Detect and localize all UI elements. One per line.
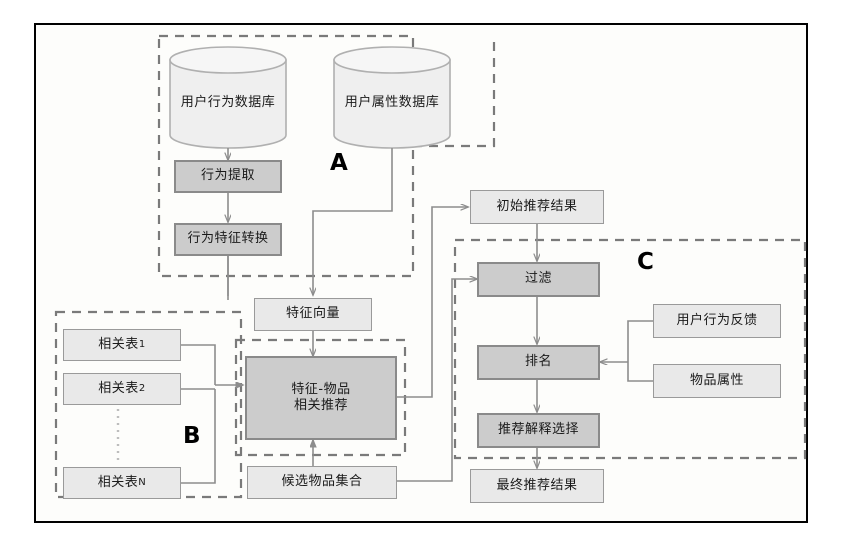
node-ranking[interactable]: 排名 bbox=[477, 345, 600, 380]
node-feature-vector[interactable]: 特征向量 bbox=[254, 298, 372, 331]
group-a-box bbox=[157, 34, 415, 278]
group-label-a: A bbox=[330, 150, 348, 176]
node-final-recommend-result[interactable]: 最终推荐结果 bbox=[470, 469, 604, 503]
node-candidate-item-set[interactable]: 候选物品集合 bbox=[247, 466, 397, 499]
edge-attrdb-to-vector bbox=[313, 148, 393, 295]
node-behavior-extraction[interactable]: 行为提取 bbox=[174, 160, 282, 193]
edge-candidate-to-filter bbox=[397, 279, 477, 482]
relation-table-n-label: 相关表 bbox=[97, 474, 139, 490]
user-attribute-db-label: 用户属性数据库 bbox=[344, 94, 440, 110]
edge-itemattr-to-ranking bbox=[627, 362, 653, 382]
feature-item-recommend-line1: 特征-物品 bbox=[291, 381, 351, 397]
user-behavior-db-shape bbox=[169, 46, 287, 149]
edge-core-to-initial bbox=[397, 207, 468, 398]
node-initial-recommend-result[interactable]: 初始推荐结果 bbox=[470, 190, 604, 224]
node-explanation-selection[interactable]: 推荐解释选择 bbox=[477, 413, 600, 448]
relation-table-1-label: 相关表 bbox=[98, 336, 139, 352]
group-a-extension bbox=[413, 36, 496, 148]
node-behavior-feature-transform[interactable]: 行为特征转换 bbox=[174, 223, 282, 256]
node-item-attribute[interactable]: 物品属性 bbox=[653, 364, 781, 398]
feature-item-recommend-line2: 相关推荐 bbox=[293, 398, 348, 413]
user-behavior-db-label: 用户行为数据库 bbox=[180, 94, 276, 110]
edge-feedback-to-ranking bbox=[627, 320, 653, 362]
edge-tables-bus bbox=[180, 344, 216, 385]
group-b-box bbox=[54, 310, 243, 499]
node-filter[interactable]: 过滤 bbox=[477, 262, 600, 297]
group-label-c: C bbox=[637, 249, 654, 275]
node-user-behavior-feedback[interactable]: 用户行为反馈 bbox=[653, 304, 781, 338]
relation-table-2-label: 相关表 bbox=[98, 380, 139, 396]
user-attribute-db-shape bbox=[333, 46, 451, 149]
node-feature-item-recommend[interactable]: 特征-物品 相关推荐 bbox=[245, 356, 397, 440]
group-label-b: B bbox=[183, 423, 201, 449]
group-c-box bbox=[453, 238, 807, 460]
relation-table-1-index: 1 bbox=[138, 338, 146, 350]
relation-table-2-index: 2 bbox=[138, 382, 146, 394]
relation-table-n-index: N bbox=[138, 476, 147, 488]
